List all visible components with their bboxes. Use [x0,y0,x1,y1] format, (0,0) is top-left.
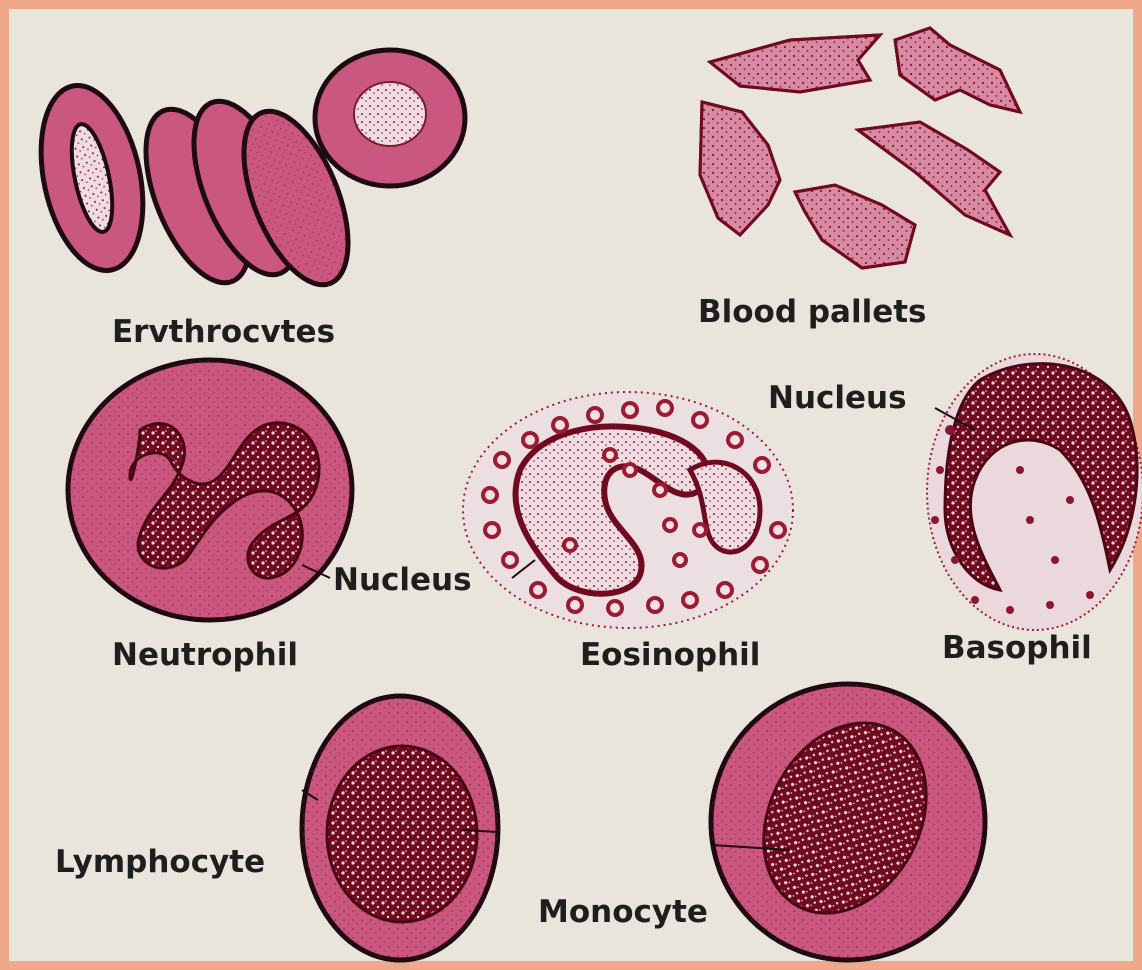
erythrocytes-label: Ervthrocvtes [112,314,335,350]
neutrophil-illustration [68,360,352,620]
monocyte-label: Monocyte [538,894,708,930]
blood-pallets-label: Blood pallets [698,294,927,330]
erythrocyte-ring [315,50,465,186]
eosinophil-label: Eosinophil [580,637,760,673]
monocyte-illustration [711,684,985,960]
lymphocyte-label: Lymphocyte [55,844,265,880]
basophil-illustration [927,354,1142,630]
neutrophil-label: Neutrophil [112,637,298,673]
lymphocyte-illustration [302,696,498,960]
neutrophil-nucleus-label: Nucleus [333,562,472,598]
basophil-label: Basophil [942,630,1092,666]
basophil-nucleus-label: Nucleus [768,380,907,416]
lymphocyte-nucleus [327,746,477,922]
eosinophil-illustration [463,392,793,628]
